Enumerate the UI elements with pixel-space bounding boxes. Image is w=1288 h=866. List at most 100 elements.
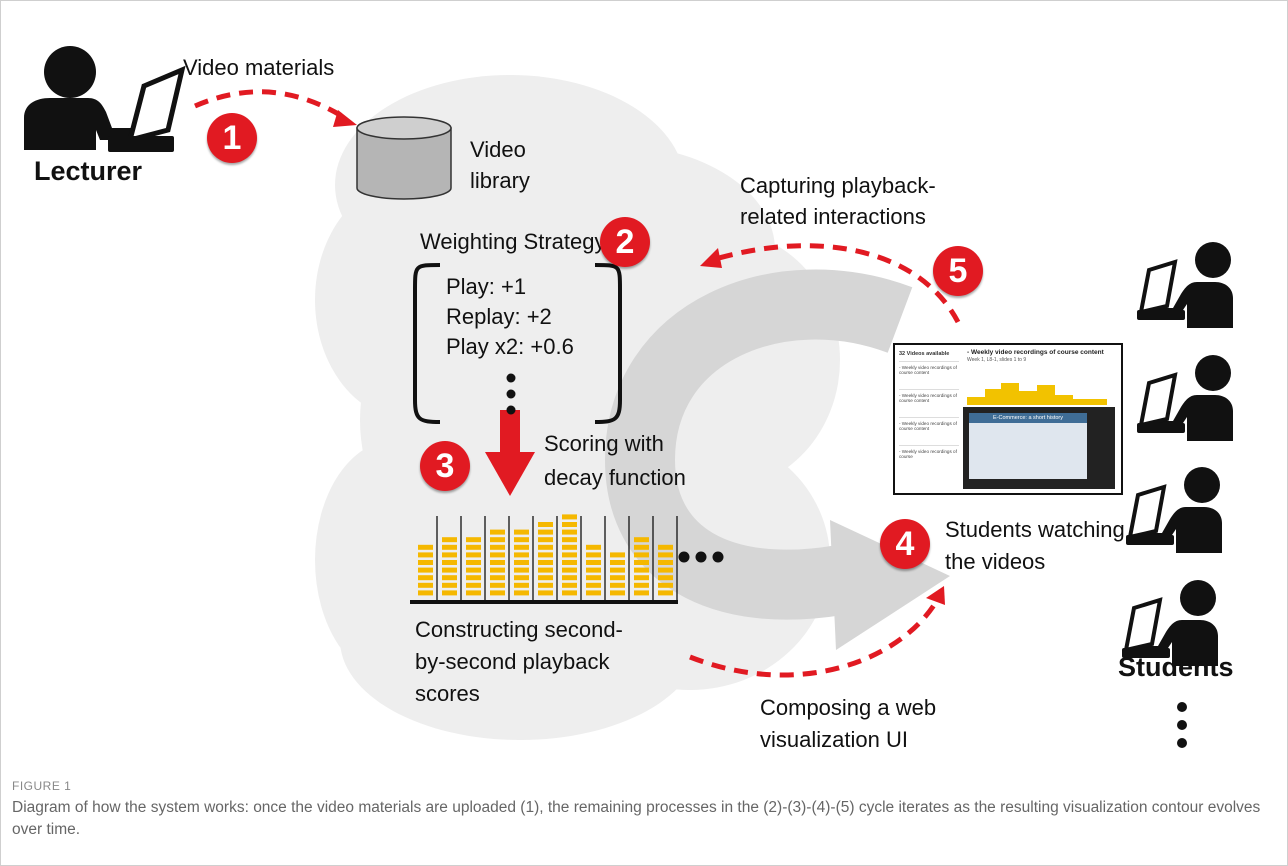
- scoring-label-2: decay function: [544, 465, 686, 490]
- histogram-block: [538, 590, 553, 596]
- students-label: Students: [1118, 652, 1234, 682]
- histogram-block: [562, 552, 577, 558]
- histogram-block: [562, 522, 577, 527]
- weighting-brackets: [413, 263, 622, 424]
- histogram-block: [514, 567, 529, 573]
- weight-replay: Replay: +2: [446, 304, 552, 329]
- histogram-block: [658, 575, 673, 581]
- histogram-block: [562, 567, 577, 573]
- students-group: [1122, 242, 1233, 666]
- playback-histogram: [418, 514, 678, 600]
- histogram-block: [418, 590, 433, 596]
- histogram-block: [562, 514, 577, 520]
- histogram-block: [418, 567, 433, 573]
- composing-label-2: visualization UI: [760, 727, 908, 752]
- histogram-block: [634, 544, 649, 550]
- histogram-block: [490, 552, 505, 558]
- composing-label-1: Composing a web: [760, 695, 937, 720]
- video-library-label-1: Video: [470, 137, 526, 162]
- histogram-block: [634, 582, 649, 588]
- students-watching-label-1: Students watching: [945, 517, 1125, 542]
- histogram-block: [490, 529, 505, 535]
- histogram-block: [634, 575, 649, 581]
- histogram-block: [514, 544, 529, 550]
- students-ellipsis: [1177, 702, 1187, 748]
- lecturer-icon: [24, 46, 186, 152]
- histogram-block: [442, 575, 457, 581]
- histogram-block: [634, 590, 649, 596]
- step-3-badge: 3: [420, 441, 470, 491]
- histogram-block: [586, 590, 601, 596]
- students-watching-label-2: the videos: [945, 549, 1046, 574]
- cycle-arrow: [604, 269, 950, 650]
- histogram-block: [490, 582, 505, 588]
- histogram-block: [514, 560, 529, 565]
- arrow-capture-to-weighting: [711, 243, 961, 324]
- histogram-block: [490, 560, 505, 565]
- histogram-block: [466, 552, 481, 558]
- histogram-block: [634, 567, 649, 573]
- histogram-block: [466, 590, 481, 596]
- histogram-block: [586, 544, 601, 550]
- student-icon: [1126, 467, 1222, 553]
- histogram-block: [442, 582, 457, 588]
- histogram-block: [658, 567, 673, 573]
- histogram-block: [442, 537, 457, 543]
- histogram-block: [634, 537, 649, 543]
- histogram-block: [586, 582, 601, 588]
- screenshot-sidebar-header: 32 Videos available: [899, 351, 950, 357]
- histogram-block: [538, 544, 553, 550]
- histogram-block: [586, 560, 601, 565]
- histogram-block: [658, 590, 673, 596]
- histogram-block: [490, 537, 505, 543]
- weight-play: Play: +1: [446, 274, 527, 299]
- histogram-block: [442, 590, 457, 596]
- histogram-block: [490, 567, 505, 573]
- screenshot-sidebar-item: - Weekly video recordings of course cont…: [899, 389, 959, 417]
- histogram-block: [442, 560, 457, 565]
- histogram-block: [418, 544, 433, 550]
- histogram-block: [562, 544, 577, 550]
- histogram-block: [490, 544, 505, 550]
- screenshot-video-title: - Weekly video recordings of course cont…: [967, 349, 1104, 356]
- weights-ellipsis: [506, 373, 516, 415]
- histogram-block: [586, 575, 601, 581]
- screenshot-video-subtitle: Week 1, L8-1, slides 1 to 9: [967, 357, 1027, 363]
- constructing-label-3: scores: [415, 681, 480, 706]
- histogram-block: [610, 567, 625, 573]
- histogram-block: [610, 552, 625, 558]
- student-icon: [1137, 355, 1233, 441]
- histogram-block: [538, 552, 553, 558]
- histogram-block: [466, 567, 481, 573]
- histogram-block: [418, 582, 433, 588]
- histogram-block: [538, 582, 553, 588]
- histogram-block: [658, 544, 673, 550]
- screenshot-sidebar-item: - Weekly video recordings of course cont…: [899, 417, 959, 445]
- screenshot-sidebar-item: - Weekly video recordings of course: [899, 445, 959, 473]
- histogram-block: [442, 552, 457, 558]
- histogram-block: [418, 552, 433, 558]
- histogram-block: [418, 575, 433, 581]
- step-4-badge: 4: [880, 519, 930, 569]
- caption-text: Diagram of how the system works: once th…: [12, 799, 1261, 838]
- histogram-block: [442, 544, 457, 550]
- histogram-block: [490, 590, 505, 596]
- histogram-block: [466, 560, 481, 565]
- scoring-label-1: Scoring with: [544, 431, 664, 456]
- histogram-block: [610, 560, 625, 565]
- histogram-block: [658, 582, 673, 588]
- histogram-block: [586, 552, 601, 558]
- histogram-block: [562, 590, 577, 596]
- constructing-label-2: by-second playback: [415, 649, 610, 674]
- step-1-badge: 1: [207, 113, 257, 163]
- histogram-block: [466, 582, 481, 588]
- constructing-label-1: Constructing second-: [415, 617, 623, 642]
- screenshot-sidebar: 32 Videos available - Weekly video recor…: [899, 351, 959, 487]
- student-icon: [1122, 580, 1218, 666]
- histogram-block: [610, 575, 625, 581]
- histogram-block: [658, 560, 673, 565]
- video-materials-label: Video materials: [183, 55, 335, 80]
- database-icon: [356, 116, 452, 200]
- screenshot-contour-chart: [967, 383, 1107, 405]
